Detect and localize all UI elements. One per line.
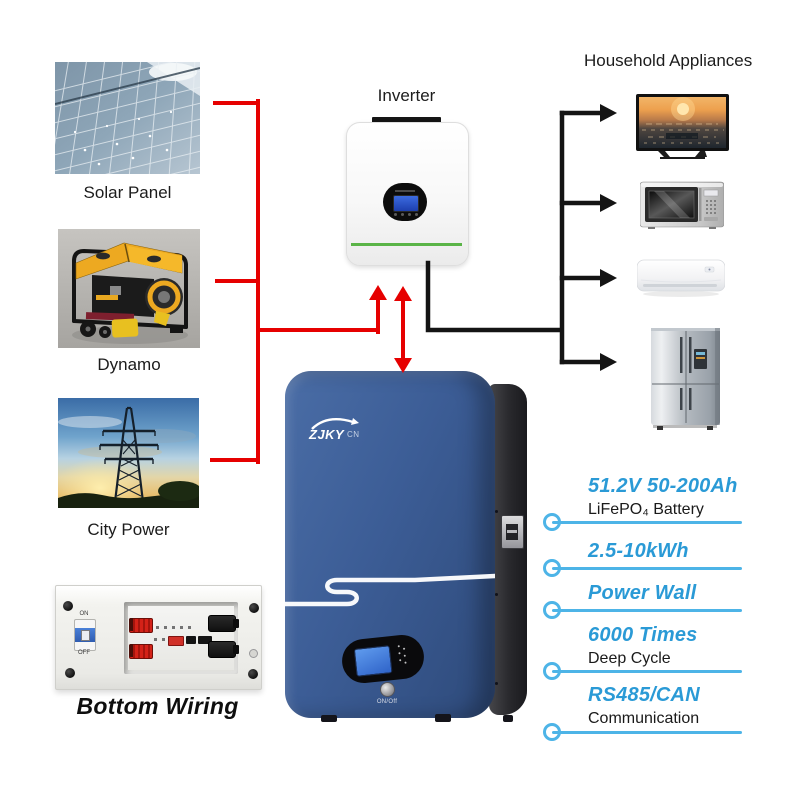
black-terminal-connector [208, 615, 239, 632]
red-terminal-connector [129, 644, 153, 659]
feature-headline-comms: RS485/CAN [588, 684, 700, 706]
black-arrowheads [600, 104, 617, 371]
feature-sub-communication: Communication [588, 710, 700, 727]
callout-line [552, 731, 742, 734]
comm-port [198, 636, 212, 644]
battery-brand-suffix: CN [347, 430, 360, 439]
small-red-port [168, 636, 184, 646]
inverter-lcd-screen [393, 195, 419, 212]
battery-side-panel [489, 384, 527, 715]
bottom-wiring-image: ON OFF [55, 585, 262, 690]
battery-device: ZJKY CN ON/Off [285, 371, 528, 723]
callout-line [552, 521, 742, 524]
feature-headline-cycles: 6000 Times [588, 624, 698, 646]
bottom-wiring-label: Bottom Wiring [76, 693, 239, 719]
callout-line [552, 670, 742, 673]
circuit-breaker [74, 619, 96, 651]
air-conditioner-image [636, 258, 726, 298]
battery-lcd-screen [353, 645, 393, 677]
callout-line [552, 609, 742, 612]
microwave-image [639, 181, 725, 229]
feature-headline-capacity: 51.2V 50-200Ah [588, 475, 738, 497]
dynamo-label: Dynamo [97, 355, 161, 374]
battery-brand-text: ZJKY [309, 427, 345, 442]
inverter-display [383, 183, 427, 221]
battery-side-latch [501, 515, 524, 549]
city-power-label: City Power [87, 520, 170, 539]
battery-power-button [380, 682, 395, 697]
inverter-device [346, 110, 469, 266]
inverter-green-stripe [351, 243, 462, 246]
solar-panel-image [48, 53, 206, 205]
breaker-off-label: OFF [78, 650, 90, 656]
dynamo-image [58, 229, 200, 348]
city-power-image [54, 398, 202, 518]
feature-sub-deep-cycle: Deep Cycle [588, 650, 671, 667]
battery-s-stripe [285, 573, 495, 607]
red-terminal-connector [129, 618, 153, 633]
battery-power-button-label: ON/Off [376, 699, 398, 705]
wiring-recessed-panel [124, 602, 238, 674]
battery-brand-logo: ZJKY CN [309, 417, 379, 445]
breaker-on-label: ON [79, 611, 89, 617]
ground-stud [249, 649, 258, 658]
callout-line [552, 567, 742, 570]
inverter-mount-bar [372, 117, 441, 123]
inverter-label: Inverter [377, 86, 436, 105]
feature-sub-battery-type: LiFePO₄ Battery [588, 501, 704, 518]
appliances-title: Household Appliances [584, 51, 753, 70]
red-arrowheads [369, 285, 412, 373]
black-terminal-connector [208, 641, 239, 658]
solar-panel-label: Solar Panel [83, 183, 172, 202]
comm-port [186, 636, 196, 644]
feature-headline-powerwall: Power Wall [588, 582, 697, 604]
feature-headline-energy: 2.5-10kWh [588, 540, 689, 562]
tv-image [636, 94, 729, 160]
refrigerator-image [649, 327, 723, 431]
